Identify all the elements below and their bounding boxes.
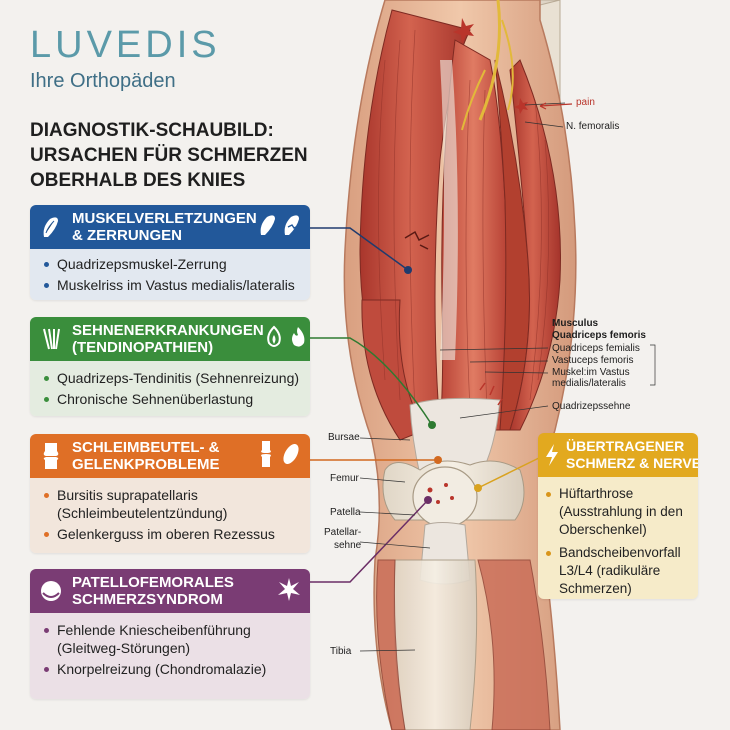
- label-n-femoralis: N. femoralis: [566, 121, 620, 132]
- card-body: Fehlende Kniescheibenführung(Gleitweg-St…: [30, 613, 310, 699]
- list-item: Fehlende Kniescheibenführung(Gleitweg-St…: [44, 621, 298, 657]
- label-patella: Patella: [330, 507, 361, 518]
- card-title-line: SCHMERZSYNDROM: [72, 591, 223, 608]
- card-header: SEHNENERKRANKUNGEN (TENDINOPATHIEN): [30, 317, 310, 361]
- card-title-line: MUSKELVERLETZUNGEN: [72, 210, 257, 227]
- muscle-icon: [38, 214, 64, 240]
- card-header: ÜBERTRAGENER SCHMERZ & NERVEN: [538, 433, 698, 477]
- card-title-line: (TENDINOPATHIEN): [72, 339, 214, 356]
- card-title-line: PATELLOFEMORALES: [72, 574, 234, 591]
- label-muscle-part: Vastuceps femoris: [552, 355, 634, 366]
- bursa-icon: [280, 441, 302, 471]
- brand: LUVEDIS Ihre Orthopäden: [30, 26, 221, 93]
- brand-logo: LUVEDIS: [30, 24, 221, 66]
- muscle-icon: [258, 213, 278, 241]
- card-title-line: GELENKPROBLEME: [72, 456, 220, 473]
- label-musculus: Musculus: [552, 318, 599, 329]
- list-item: Bursitis suprapatellaris(Schleimbeutelen…: [44, 486, 298, 522]
- label-quadriceps-femoris: Quadriceps femoris: [552, 330, 646, 341]
- card-header: PATELLOFEMORALES SCHMERZSYNDROM: [30, 569, 310, 613]
- card-referred-pain: ÜBERTRAGENER SCHMERZ & NERVEN Hüftarthro…: [538, 433, 698, 599]
- brand-tagline: Ihre Orthopäden: [30, 70, 176, 92]
- knee-joint-icon: [38, 443, 64, 469]
- list-item: Knorpelreizung (Chondromalazie): [44, 660, 298, 678]
- label-quadrizepssehne: Quadrizepssehne: [552, 401, 631, 412]
- card-body: Quadrizepsmuskel-Zerrung Muskelriss im V…: [30, 249, 310, 300]
- label-femur: Femur: [330, 473, 359, 484]
- card-title-line: SCHMERZ & NERVEN: [566, 455, 698, 471]
- card-title-line: & ZERRUNGEN: [72, 227, 183, 244]
- label-muscle-part: Quadriceps femialis: [552, 343, 640, 354]
- card-body: Bursitis suprapatellaris(Schleimbeutelen…: [30, 478, 310, 553]
- label-muscle-part: medialis/lateralis: [552, 378, 626, 389]
- label-tibia: Tibia: [330, 646, 352, 657]
- muscle-tear-icon: [282, 213, 302, 241]
- list-item: Chronische Sehnenüberlastung: [44, 390, 298, 408]
- page-title: DIAGNOSTIK-SCHAUBILD: URSACHEN FÜR SCHME…: [30, 118, 350, 193]
- card-body: Quadrizeps-Tendinitis (Sehnenreizung) Ch…: [30, 361, 310, 416]
- kneecap-icon: [38, 578, 64, 604]
- label-patellarsehne: sehne: [334, 540, 362, 551]
- card-header: MUSKELVERLETZUNGEN & ZERRUNGEN: [30, 205, 310, 249]
- title-line: DIAGNOSTIK-SCHAUBILD:: [30, 120, 274, 141]
- card-tendinopathies: SEHNENERKRANKUNGEN (TENDINOPATHIEN) Quad…: [30, 317, 310, 416]
- flame-icon: [288, 325, 308, 353]
- pain-burst-icon: [276, 576, 302, 606]
- card-title-line: ÜBERTRAGENER: [566, 438, 685, 454]
- label-patellarsehne: Patellar-: [324, 527, 362, 538]
- list-item: Quadrizeps-Tendinitis (Sehnenreizung): [44, 369, 299, 387]
- list-item: Gelenkerguss im oberen Rezessus: [44, 525, 298, 543]
- title-line: URSACHEN FÜR SCHMERZEN: [30, 145, 308, 166]
- title-line: OBERHALB DES KNIES: [30, 170, 246, 191]
- card-bursa-joint: SCHLEIMBEUTEL- & GELENKPROBLEME Bursitis…: [30, 434, 310, 553]
- lightning-icon: [544, 442, 560, 468]
- list-item: Quadrizepsmuskel-Zerrung: [44, 255, 298, 273]
- list-item: Muskelriss im Vastus medialis/lateralis: [44, 276, 298, 294]
- card-patellofemoral: PATELLOFEMORALES SCHMERZSYNDROM Fehlende…: [30, 569, 310, 699]
- inflamed-tendon-icon: [264, 325, 284, 353]
- label-bursae: Bursae: [328, 432, 360, 443]
- tendon-icon: [38, 326, 64, 352]
- label-muscle-part: Muskel:im Vastus: [552, 367, 630, 378]
- card-title-line: SEHNENERKRANKUNGEN: [72, 322, 264, 339]
- card-title-line: SCHLEIMBEUTEL- &: [72, 439, 220, 456]
- label-pain: pain: [576, 97, 595, 108]
- card-header: SCHLEIMBEUTEL- & GELENKPROBLEME: [30, 434, 310, 478]
- card-muscle-injuries: MUSKELVERLETZUNGEN & ZERRUNGEN Quadrizep…: [30, 205, 310, 300]
- joint-icon: [256, 441, 276, 471]
